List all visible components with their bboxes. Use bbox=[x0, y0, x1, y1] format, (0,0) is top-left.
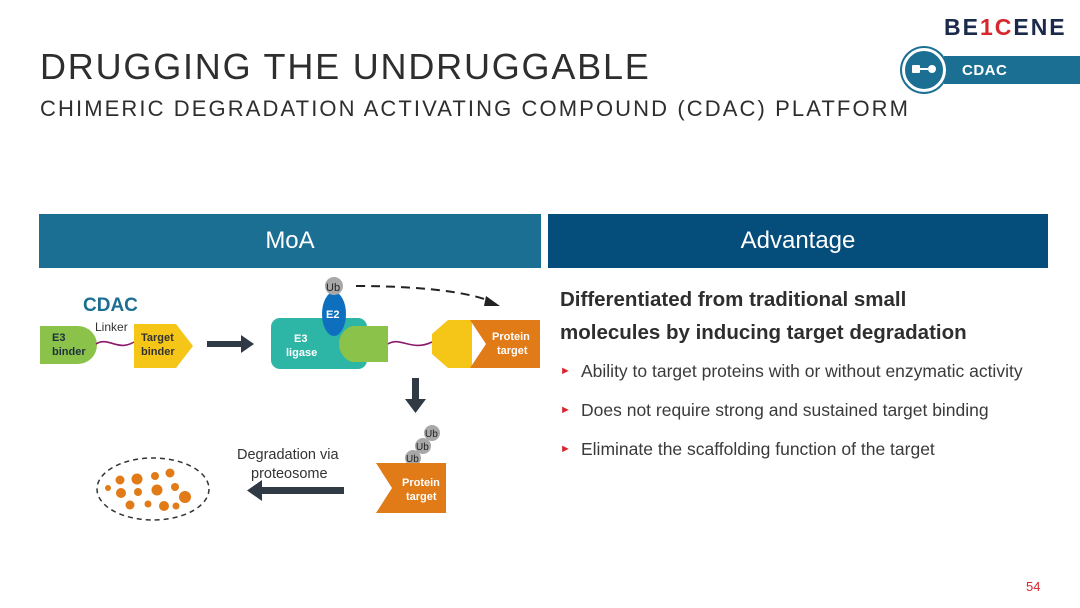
proteasome-shape bbox=[96, 457, 210, 521]
ub-chain-2-label: Ub bbox=[416, 442, 429, 453]
page-subtitle: CHIMERIC DEGRADATION ACTIVATING COMPOUND… bbox=[40, 96, 911, 121]
ub-transfer-arrow-head bbox=[484, 296, 500, 306]
protein-target-label-2: target bbox=[497, 345, 528, 357]
target-binder-label-1: Target bbox=[141, 332, 174, 344]
page-title: DRUGGING THE UNDRUGGABLE bbox=[40, 46, 651, 87]
protein-target-shape bbox=[470, 320, 540, 368]
degradation-label-1: Degradation via bbox=[237, 447, 339, 463]
e3-ligase-label-1: E3 bbox=[294, 333, 307, 345]
arrow-down-head bbox=[405, 399, 426, 413]
advantage-item-text: Does not require strong and sustained ta… bbox=[581, 400, 989, 420]
linker-label: Linker bbox=[95, 320, 128, 334]
ub-chain-2 bbox=[415, 438, 431, 454]
advantage-header-label: Advantage bbox=[740, 227, 856, 254]
target-binder-shape bbox=[134, 324, 193, 368]
advantage-list-item: ► Eliminate the scaffolding function of t… bbox=[560, 434, 1050, 465]
moa-header: MoA bbox=[39, 214, 541, 268]
beigene-logo: BE1CENE bbox=[944, 14, 1067, 40]
ub-chain-3 bbox=[405, 450, 421, 466]
cdac-tag-label: CDAC bbox=[962, 62, 1008, 79]
ub-chain-3-label: Ub bbox=[406, 454, 419, 465]
degraded-protein-target-label-1: Protein bbox=[402, 477, 440, 489]
complex-linker-curve bbox=[387, 340, 433, 347]
molecule-link-icon bbox=[902, 48, 946, 92]
degraded-protein-target-shape bbox=[376, 463, 446, 513]
arrow-left-shaft bbox=[262, 487, 344, 494]
arrow-left-head bbox=[247, 480, 262, 501]
bound-e3-binder-shape bbox=[339, 326, 388, 362]
advantage-header: Advantage bbox=[548, 214, 1048, 268]
e3-binder-shape bbox=[40, 326, 97, 364]
advantage-heading-line-1: Differentiated from traditional small bbox=[560, 288, 907, 311]
arrow-down-shaft bbox=[412, 378, 419, 400]
ub-transfer-dashed-arrow bbox=[355, 285, 493, 303]
cdac-label: CDAC bbox=[83, 295, 138, 316]
ub-chain-1 bbox=[424, 425, 440, 441]
e3-ligase-label-2: ligase bbox=[286, 347, 317, 359]
bullet-icon: ► bbox=[560, 365, 571, 377]
moa-diagram: CDAC Linker E3 binder Target binder E3 l… bbox=[40, 277, 540, 521]
advantage-heading-line-2: molecules by inducing target degradation bbox=[560, 321, 967, 344]
ub-top-shape bbox=[325, 277, 343, 295]
e3-binder-label-2: binder bbox=[52, 346, 86, 358]
arrow-right-head bbox=[241, 335, 254, 353]
advantage-item-text: Eliminate the scaffolding function of th… bbox=[581, 439, 935, 459]
e2-label: E2 bbox=[326, 309, 339, 321]
page-number: 54 bbox=[1026, 579, 1041, 594]
ub-top-label: Ub bbox=[326, 282, 340, 294]
cdac-tag bbox=[944, 56, 1080, 84]
moa-header-label: MoA bbox=[265, 227, 315, 254]
e3-binder-label-1: E3 bbox=[52, 332, 65, 344]
bullet-icon: ► bbox=[560, 404, 571, 416]
target-binder-label-2: binder bbox=[141, 346, 175, 358]
advantage-list-item: ► Does not require strong and sustained t… bbox=[560, 395, 1050, 426]
e2-shape bbox=[322, 292, 346, 336]
bound-target-binder-shape bbox=[432, 320, 472, 368]
ub-chain-1-label: Ub bbox=[425, 429, 438, 440]
e3-ligase-shape bbox=[271, 318, 367, 369]
degraded-fragments bbox=[105, 468, 191, 511]
degradation-label-2: proteosome bbox=[251, 466, 328, 482]
bullet-icon: ► bbox=[560, 443, 571, 455]
arrow-right-shaft bbox=[207, 341, 241, 347]
advantage-list: ► Ability to target proteins with or with… bbox=[560, 356, 1050, 473]
advantage-item-text: Ability to target proteins with or witho… bbox=[581, 361, 1023, 381]
advantage-heading: Differentiated from traditional small mo… bbox=[560, 283, 1040, 349]
linker-curve bbox=[95, 340, 135, 347]
degraded-protein-target-label-2: target bbox=[406, 491, 437, 503]
advantage-list-item: ► Ability to target proteins with or with… bbox=[560, 356, 1050, 387]
protein-target-label-1: Protein bbox=[492, 331, 530, 343]
